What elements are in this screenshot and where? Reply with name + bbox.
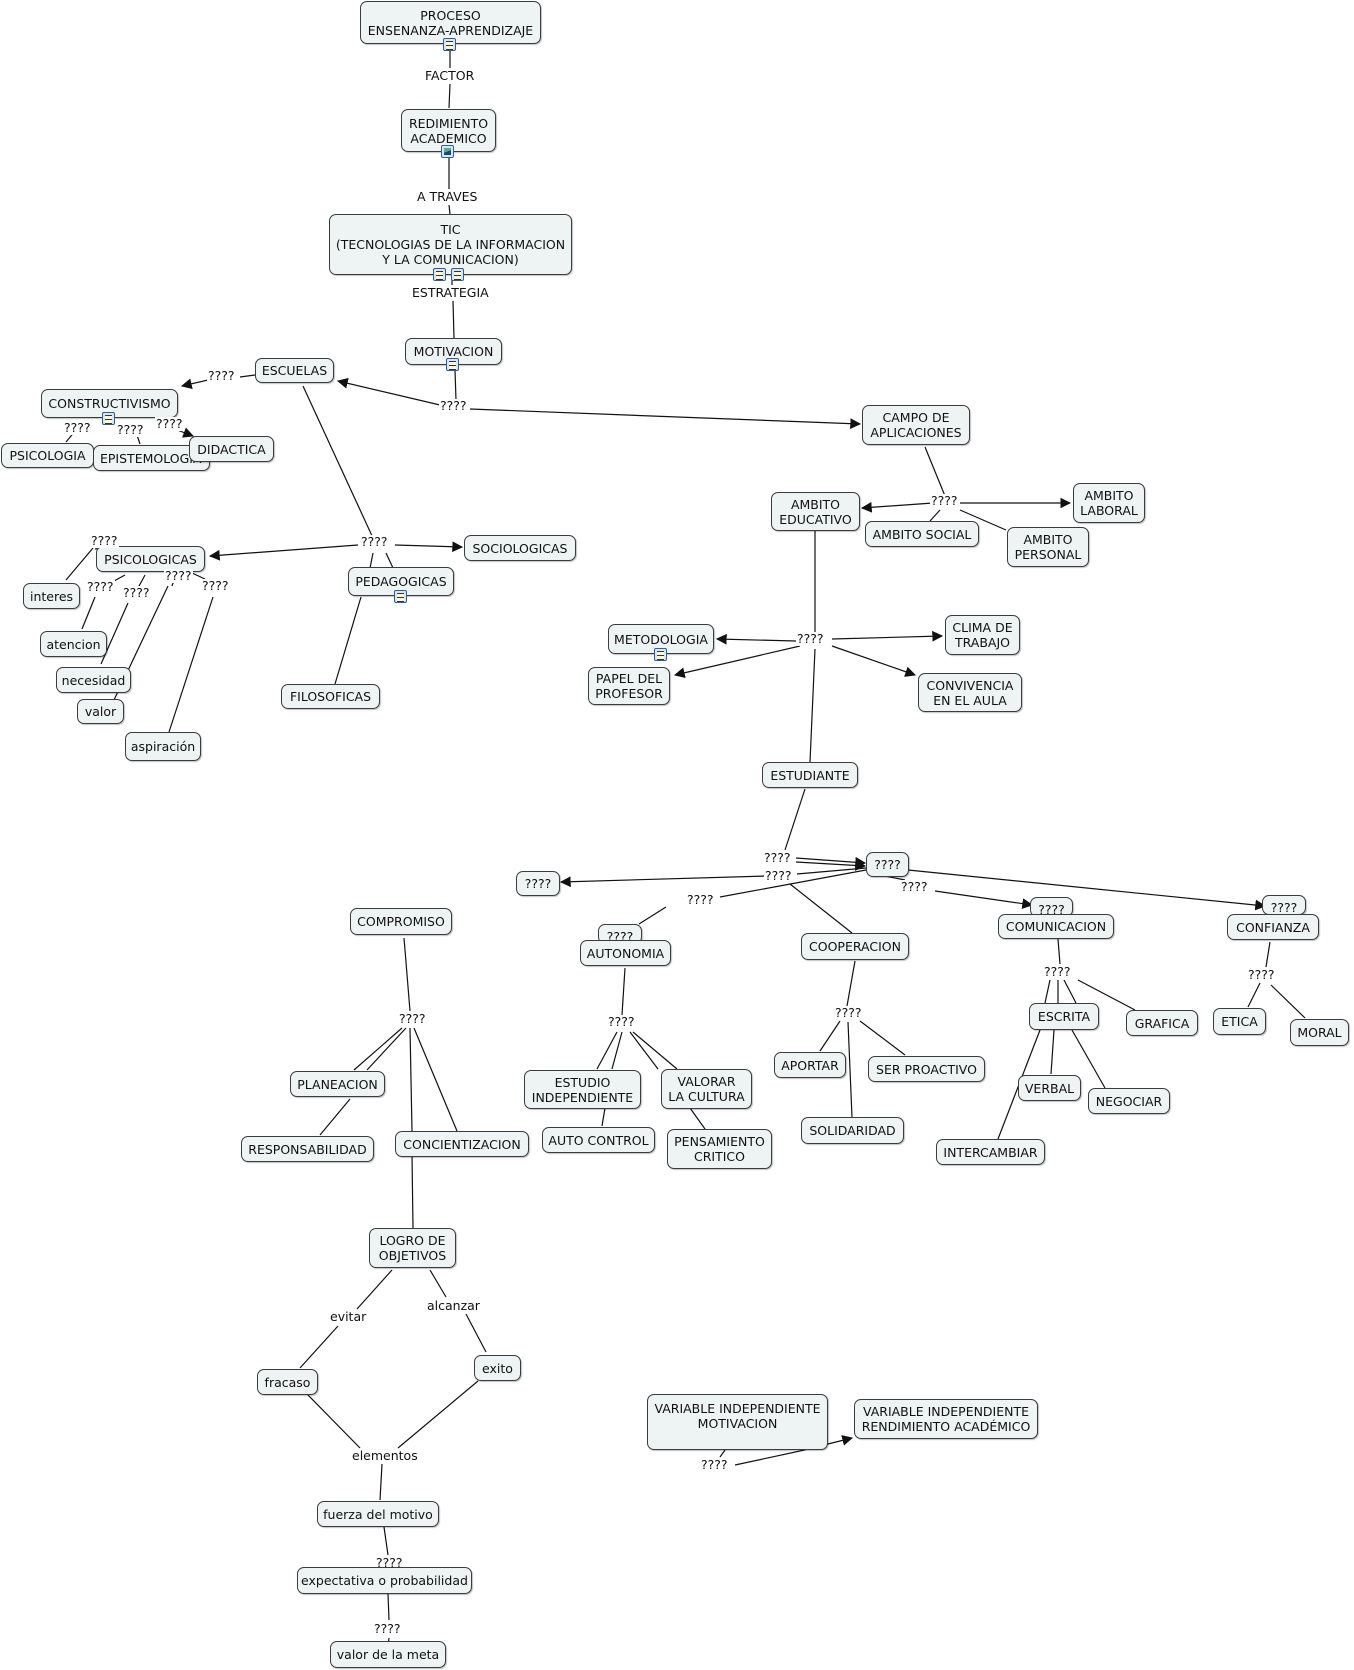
node-rendimiento-academico[interactable]: REDIMIENTO ACADEMICO [401,109,496,152]
node-campo-aplicaciones[interactable]: CAMPO DE APLICACIONES [862,405,970,445]
node-convivencia-aula[interactable]: CONVIVENCIA EN EL AULA [918,673,1022,712]
link-label-valor: ???? [164,568,193,583]
node-planeacion[interactable]: PLANEACION [290,1071,385,1097]
node-intercambiar[interactable]: INTERCAMBIAR [936,1139,1045,1165]
node-responsabilidad[interactable]: RESPONSABILIDAD [241,1136,374,1162]
link-label-campo: ???? [930,493,959,508]
node-interes[interactable]: interes [23,583,80,609]
node-clima-trabajo[interactable]: CLIMA DE TRABAJO [945,615,1020,655]
node-unnamed-comunicacion[interactable]: ???? [1030,897,1073,917]
link-label-variables: ???? [700,1457,729,1472]
node-variable-motivacion[interactable]: VARIABLE INDEPENDIENTE MOTIVACION [647,1394,828,1450]
node-valor-meta[interactable]: valor de la meta [330,1641,446,1668]
node-unnamed-left[interactable]: ???? [516,871,560,896]
link-label-estudiante-2: ???? [764,868,793,883]
node-logro-objetivos[interactable]: LOGRO DE OBJETIVOS [369,1228,456,1268]
link-label-cooperacion: ???? [834,1005,863,1020]
link-label-autonomia: ???? [686,892,715,907]
link-label-interes: ???? [90,533,119,548]
node-concientizacion[interactable]: CONCIENTIZACION [395,1131,529,1157]
node-psicologicas[interactable]: PSICOLOGICAS [96,546,205,572]
node-fuerza-motivo[interactable]: fuerza del motivo [317,1501,439,1527]
link-label-elementos: elementos [351,1448,419,1463]
document-icon[interactable] [102,412,115,425]
link-label-necesidad: ???? [122,585,151,600]
link-label-escuelas: ???? [207,368,236,383]
node-grafica[interactable]: GRAFICA [1126,1010,1198,1036]
document-icon[interactable] [443,38,456,51]
node-confianza[interactable]: CONFIANZA [1227,914,1319,940]
link-label-autonomia-2: ???? [607,1014,636,1029]
link-label-epistemologia: ???? [116,422,145,437]
document-icon[interactable] [446,358,459,371]
node-unnamed-center[interactable]: ???? [866,852,909,877]
node-comunicacion[interactable]: COMUNICACION [998,914,1114,939]
node-estudiante[interactable]: ESTUDIANTE [762,762,858,788]
link-label-didactica: ???? [155,416,184,431]
node-moral[interactable]: MORAL [1290,1019,1349,1046]
node-psicologia[interactable]: PSICOLOGIA [1,443,94,468]
link-label-atencion: ???? [86,579,115,594]
link-label-psicologia: ???? [63,420,92,435]
document-icon[interactable] [654,648,667,661]
node-ambito-laboral[interactable]: AMBITO LABORAL [1073,483,1145,523]
node-negociar[interactable]: NEGOCIAR [1088,1088,1170,1114]
link-label-evitar: evitar [329,1309,368,1324]
node-auto-control[interactable]: AUTO CONTROL [542,1127,655,1153]
node-unnamed-confianza[interactable]: ???? [1262,895,1306,915]
node-estudio-independiente[interactable]: ESTUDIO INDEPENDIENTE [524,1070,641,1109]
link-label-fuerza: ???? [376,1555,403,1570]
link-label-comunicacion-2: ???? [1043,964,1072,979]
node-compromiso[interactable]: COMPROMISO [350,908,452,935]
node-cooperacion[interactable]: COOPERACION [801,933,909,960]
node-sociologicas[interactable]: SOCIOLOGICAS [464,535,576,561]
link-label-aspiracion: ???? [201,578,230,593]
node-ambito-personal[interactable]: AMBITO PERSONAL [1007,527,1089,567]
node-filosoficas[interactable]: FILOSOFICAS [281,684,380,709]
link-label-motivacion: ???? [439,398,468,413]
node-escuelas[interactable]: ESCUELAS [255,358,334,383]
link-label-a-traves: A TRAVES [416,189,479,204]
node-expectativa-probabilidad[interactable]: expectativa o probabilidad [297,1567,472,1594]
node-aspiracion[interactable]: aspiración [125,732,201,761]
node-verbal[interactable]: VERBAL [1018,1075,1081,1101]
link-label-expectativa: ???? [373,1621,402,1636]
node-valor[interactable]: valor [77,699,124,724]
node-necesidad[interactable]: necesidad [56,667,131,693]
node-pedagogicas[interactable]: PEDAGOGICAS [348,567,454,596]
node-ambito-social[interactable]: AMBITO SOCIAL [865,521,979,547]
node-pensamiento-critico[interactable]: PENSAMIENTO CRITICO [667,1129,772,1169]
link-label-alcanzar: alcanzar [426,1298,481,1313]
link-label-factor: FACTOR [424,68,476,83]
node-didactica[interactable]: DIDACTICA [189,436,274,462]
node-escrita[interactable]: ESCRITA [1029,1003,1099,1030]
link-label-compromiso: ???? [398,1011,427,1026]
image-icon[interactable] [441,145,454,158]
link-label-ramas: ???? [360,534,389,549]
node-exito[interactable]: exito [474,1355,521,1381]
node-papel-profesor[interactable]: PAPEL DEL PROFESOR [588,667,670,705]
node-variable-rendimiento[interactable]: VARIABLE INDEPENDIENTE RENDIMIENTO ACADÉ… [854,1399,1038,1439]
link-label-estudiante-1: ???? [763,850,792,865]
node-solidaridad[interactable]: SOLIDARIDAD [801,1117,904,1144]
link-label-ambito-educativo: ???? [796,631,825,646]
link-label-confianza: ???? [1247,967,1276,982]
node-ambito-educativo[interactable]: AMBITO EDUCATIVO [771,492,860,531]
node-etica[interactable]: ETICA [1213,1008,1266,1035]
document-icon[interactable] [433,268,446,281]
node-ser-proactivo[interactable]: SER PROACTIVO [868,1056,985,1082]
link-label-comunicacion: ???? [900,879,929,894]
link-label-estrategia: ESTRATEGIA [411,285,490,300]
node-aportar[interactable]: APORTAR [774,1052,846,1078]
node-fracaso[interactable]: fracaso [257,1369,318,1395]
node-valorar-cultura[interactable]: VALORAR LA CULTURA [661,1069,752,1109]
node-proceso-ensenanza[interactable]: PROCESO ENSENANZA-APRENDIZAJE [360,1,541,44]
document-icon[interactable] [451,268,464,281]
node-autonomia[interactable]: AUTONOMIA [580,940,671,966]
node-tic[interactable]: TIC (TECNOLOGIAS DE LA INFORMACION Y LA … [329,214,572,275]
node-atencion[interactable]: atencion [40,631,107,657]
document-icon[interactable] [394,590,407,603]
